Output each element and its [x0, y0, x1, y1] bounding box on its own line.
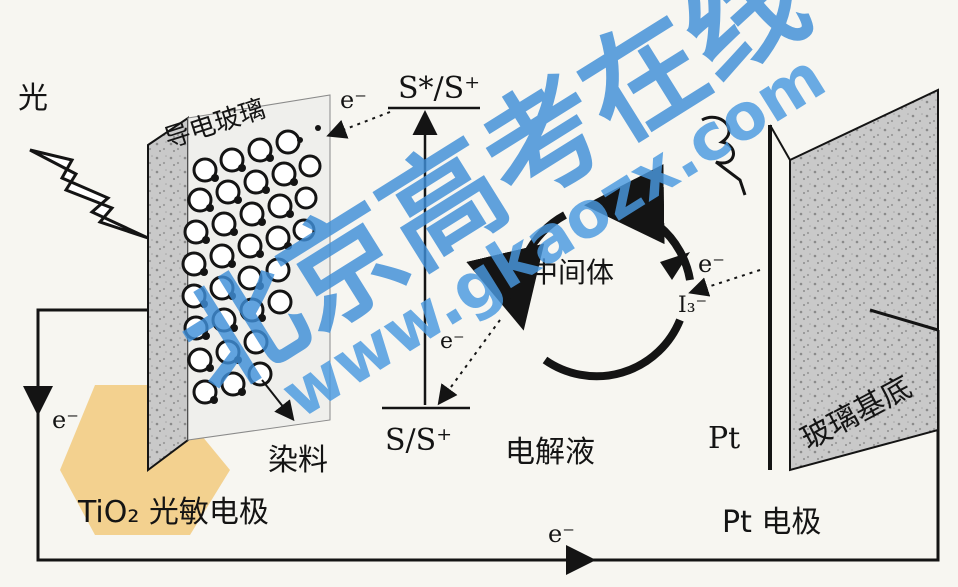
excited-state-label: S*/S⁺ — [398, 71, 480, 106]
electron-label-mid: e⁻ — [440, 329, 465, 354]
light-label: 光 — [18, 81, 48, 116]
external-circuit — [23, 308, 940, 575]
tio2-electrode-label: TiO₂ 光敏电极 — [77, 495, 269, 530]
redox-cycle — [466, 164, 694, 381]
dye-label: 染料 — [268, 443, 328, 478]
iodide-label: I⁻ — [504, 277, 528, 307]
electron-label-left: e⁻ — [52, 406, 79, 434]
electron-paths — [326, 111, 761, 406]
lightning-icon — [29, 148, 149, 240]
dye-pointer — [261, 379, 295, 422]
mediator-label: 中间体 — [530, 256, 614, 289]
electron-label-bottom: e⁻ — [548, 520, 575, 548]
energy-levels — [382, 106, 480, 410]
electron-label-top: e⁻ — [340, 86, 367, 114]
load-icon — [701, 115, 747, 196]
electron-label-right: e⁻ — [698, 250, 725, 278]
dye-particles — [181, 125, 322, 405]
pt-electrode-label: Pt 电极 — [722, 505, 821, 540]
pt-label: Pt — [708, 421, 740, 456]
triiodide-label: I₃⁻ — [678, 293, 707, 318]
ground-state-label: S/S⁺ — [385, 423, 452, 458]
pt-electrode — [768, 88, 939, 472]
electrolyte-label: 电解液 — [505, 435, 595, 470]
